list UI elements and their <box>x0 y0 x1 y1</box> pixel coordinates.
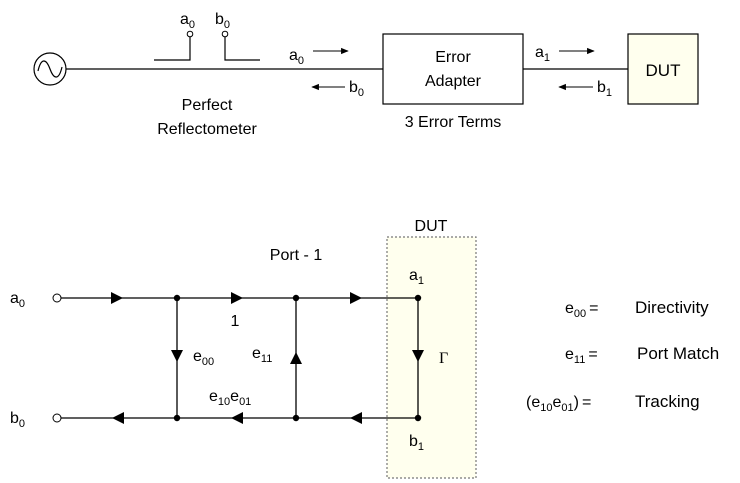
node-label-a0: a0 <box>10 290 25 310</box>
dut-box-top <box>627 33 699 105</box>
dut-node-a1 <box>414 294 422 302</box>
coupler-label-a0: a0 <box>180 11 195 31</box>
coupler-label-b0: b0 <box>215 11 230 31</box>
arrow-down-gamma <box>412 350 424 362</box>
dut-region-box <box>386 236 477 479</box>
junction-node <box>292 294 300 302</box>
branch-arrows <box>111 292 424 424</box>
coupler-port-b0 <box>221 30 229 38</box>
port-node-b0 <box>52 413 62 423</box>
dut-node-b1 <box>414 414 422 422</box>
wave-label-a0: a0 <box>289 47 304 67</box>
arrow-right-3 <box>350 292 362 304</box>
directional-coupler <box>154 30 260 61</box>
branch-label-gamma: Γ <box>439 350 448 367</box>
error-adapter-label-line2: Adapter <box>425 73 482 90</box>
port-1-title: Port - 1 <box>270 247 323 264</box>
error-term-legend: e00= Directivity e11= Port Match (e10e01… <box>526 298 719 414</box>
reflectometer-label-line2: Reflectometer <box>157 121 257 138</box>
legend-term-tracking: (e10e01)= <box>526 394 591 414</box>
reflectometer-label-line1: Perfect <box>182 97 233 114</box>
legend-term-e11: e11= <box>565 346 598 366</box>
branch-label-e00: e00 <box>193 348 214 368</box>
junction-node <box>173 294 181 302</box>
arrow-down-e00 <box>171 350 183 362</box>
branch-label-e11: e11 <box>252 345 272 365</box>
legend-term-e00: e00= <box>565 300 599 320</box>
legend-meaning-port-match: Port Match <box>637 344 719 363</box>
arrow-right-2 <box>231 292 243 304</box>
error-adapter-box <box>382 33 524 105</box>
arrow-up-e11 <box>290 352 302 364</box>
arrow-right-1 <box>111 292 123 304</box>
arrow-left-2 <box>231 412 243 424</box>
arrow-left-3 <box>350 412 362 424</box>
coupler-port-a0 <box>186 30 194 38</box>
wave-label-b1: b1 <box>597 79 612 99</box>
node-label-b1: b1 <box>409 433 424 453</box>
dut-label-top: DUT <box>646 61 681 80</box>
port-node-a0 <box>52 293 62 303</box>
legend-meaning-tracking: Tracking <box>635 392 700 411</box>
branch-label-1: 1 <box>231 313 240 330</box>
ac-source-icon <box>33 52 67 86</box>
arrow-left-1 <box>112 412 124 424</box>
node-label-b0: b0 <box>10 410 25 430</box>
wave-label-a1: a1 <box>535 44 550 64</box>
junction-node <box>292 414 300 422</box>
junction-node <box>173 414 181 422</box>
node-label-a1: a1 <box>409 267 424 287</box>
wave-label-b0: b0 <box>349 79 364 99</box>
error-terms-caption: 3 Error Terms <box>405 114 502 131</box>
legend-meaning-directivity: Directivity <box>635 298 709 317</box>
dut-region-label: DUT <box>415 218 448 235</box>
error-adapter-label-line1: Error <box>435 49 471 66</box>
branch-label-tracking: e10e01 <box>209 388 251 408</box>
